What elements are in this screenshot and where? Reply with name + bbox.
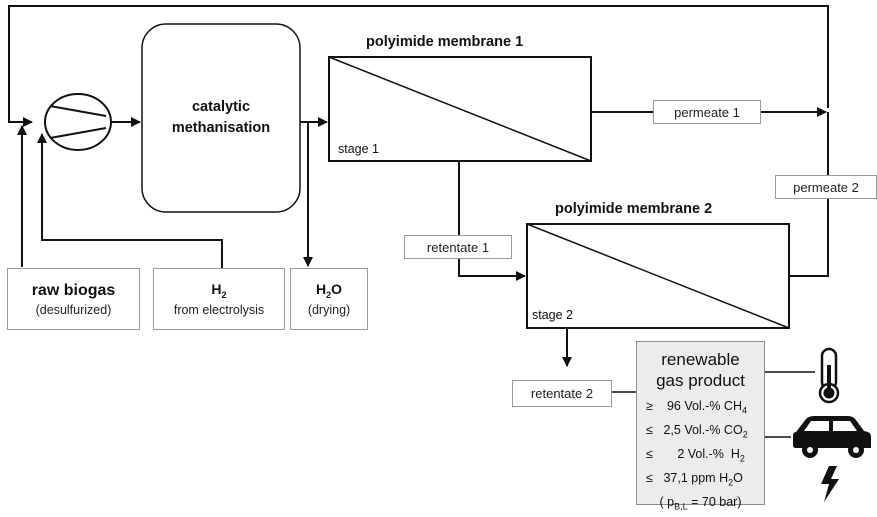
product-title: renewable gas product bbox=[637, 349, 764, 391]
stage2-label: stage 2 bbox=[532, 308, 574, 322]
product-spec-row: ≥ 96 Vol.-% CH4 bbox=[646, 399, 747, 416]
permeate2-line bbox=[789, 112, 829, 277]
compressor-symbol bbox=[44, 93, 112, 151]
lightning-icon bbox=[821, 466, 839, 502]
membrane2-title: polyimide membrane 2 bbox=[555, 201, 713, 217]
h2-title: H2 bbox=[211, 281, 227, 300]
retentate1-label: retentate 1 bbox=[404, 235, 512, 259]
permeate1-label: permeate 1 bbox=[653, 100, 761, 124]
thermometer-icon bbox=[818, 347, 840, 404]
car-icon bbox=[793, 416, 871, 458]
product-spec-row: ≤ 2,5 Vol.-% CO2 bbox=[646, 423, 748, 440]
membrane-1 bbox=[328, 56, 592, 162]
membrane-2 bbox=[526, 223, 790, 329]
product-title-line2: gas product bbox=[656, 371, 745, 390]
product-spec-list: ≥ 96 Vol.-% CH4 ≤ 2,5 Vol.-% CO2 ≤ 2 Vol.-… bbox=[637, 397, 764, 493]
permeate2-label: permeate 2 bbox=[775, 175, 877, 199]
recycle-line bbox=[8, 5, 829, 127]
product-pressure: ( pB,L = 70 bar) bbox=[659, 495, 742, 512]
retentate2-label: retentate 2 bbox=[512, 380, 612, 407]
raw-biogas-box: raw biogas (desulfurized) bbox=[7, 268, 140, 330]
h2-flow-line bbox=[37, 133, 223, 268]
membrane1-title: polyimide membrane 1 bbox=[366, 34, 524, 50]
retentate1-line bbox=[458, 161, 526, 281]
reactor-label-line2: methanisation bbox=[171, 120, 271, 136]
product-spec-row: ≤ 37,1 ppm H2O bbox=[646, 471, 743, 488]
h2-box: H2 from electrolysis bbox=[153, 268, 285, 330]
methanisation-reactor bbox=[141, 23, 301, 213]
reactor-label: catalytic methanisation bbox=[142, 97, 300, 139]
h2-subtitle: from electrolysis bbox=[173, 302, 265, 317]
stage1-label: stage 1 bbox=[338, 142, 380, 156]
h2o-title: H2O bbox=[315, 281, 343, 300]
raw-biogas-subtitle: (desulfurized) bbox=[35, 302, 112, 317]
h2o-subtitle: (drying) bbox=[307, 302, 351, 317]
reactor-label-line1: catalytic bbox=[191, 99, 251, 115]
product-spec-row: ≤ 2 Vol.-% H2 bbox=[646, 447, 745, 464]
renewable-gas-product-box: renewable gas product ≥ 96 Vol.-% CH4 ≤ 2… bbox=[636, 341, 765, 512]
raw-biogas-title: raw biogas bbox=[31, 281, 116, 299]
h2o-box: H2O (drying) bbox=[290, 268, 368, 330]
product-title-line1: renewable bbox=[661, 350, 740, 369]
